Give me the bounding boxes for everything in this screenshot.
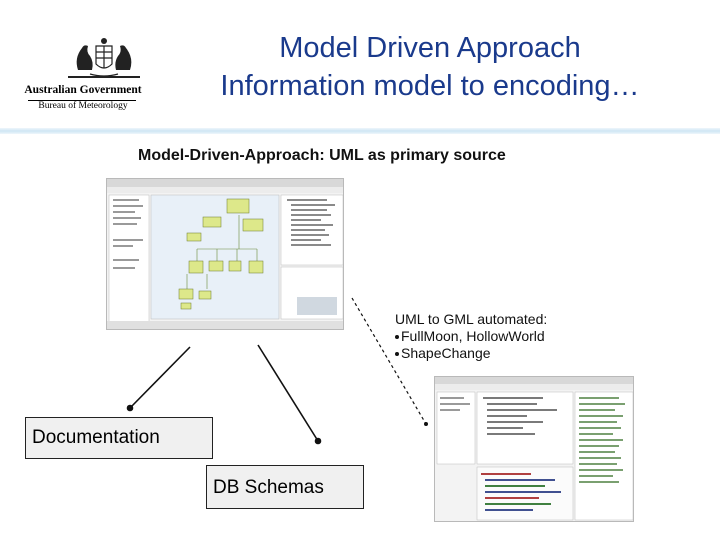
arrow-to-db-schemas (258, 345, 318, 441)
arrow-to-gml-editor (352, 298, 426, 424)
db-schemas-box: DB Schemas (206, 465, 364, 509)
arrow-to-db-schemas-head (316, 439, 321, 444)
documentation-box: Documentation (25, 417, 213, 459)
arrow-to-documentation (130, 347, 190, 408)
arrow-to-documentation-head (128, 406, 133, 411)
arrow-to-gml-editor-head (424, 422, 428, 426)
